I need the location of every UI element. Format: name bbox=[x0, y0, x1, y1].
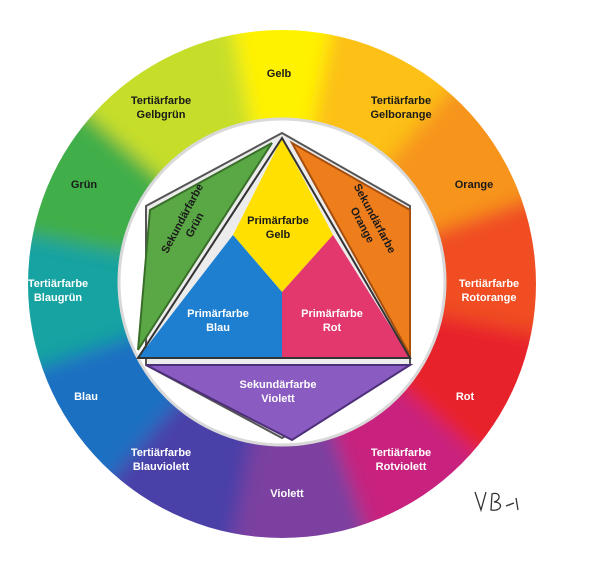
label-tertiary-blaugruen: Tertiärfarbe Blaugrün bbox=[27, 278, 89, 304]
primary-blue-area bbox=[138, 235, 282, 358]
label-gelb: Gelb bbox=[266, 68, 292, 80]
secondary-green-triangle bbox=[137, 142, 273, 351]
label-blau: Blau bbox=[74, 391, 98, 403]
secondary-orange-triangle bbox=[289, 140, 411, 359]
primary-triangle-outline bbox=[136, 136, 412, 359]
inner-disc-rim bbox=[117, 117, 447, 447]
label-violett: Violett bbox=[270, 488, 304, 500]
primary-yellow-area bbox=[233, 138, 333, 292]
label-tertiary-rotorange: Tertiärfarbe Rotorange bbox=[458, 278, 520, 304]
primary-red-area bbox=[282, 235, 410, 358]
label-orange: Orange bbox=[454, 179, 494, 191]
label-primary-blau: Primärfarbe Blau bbox=[187, 308, 249, 334]
label-tertiary-gelborange: Tertiärfarbe Gelborange bbox=[370, 95, 432, 121]
label-rot: Rot bbox=[455, 391, 475, 403]
label-tertiary-rotviolett: Tertiärfarbe Rotviolett bbox=[370, 447, 432, 473]
label-primary-rot: Primärfarbe Rot bbox=[301, 308, 363, 334]
secondary-violet-triangle bbox=[145, 364, 414, 442]
label-tertiary-gelbgruen: Tertiärfarbe Gelbgrün bbox=[130, 95, 192, 121]
label-primary-gelb: Primärfarbe Gelb bbox=[247, 215, 309, 241]
label-tertiary-blauviolett: Tertiärfarbe Blauviolett bbox=[130, 447, 192, 473]
label-gruen: Grün bbox=[70, 179, 98, 191]
signature-mark bbox=[474, 491, 519, 513]
label-secondary-violett: Sekundärfarbe Violett bbox=[239, 379, 317, 405]
